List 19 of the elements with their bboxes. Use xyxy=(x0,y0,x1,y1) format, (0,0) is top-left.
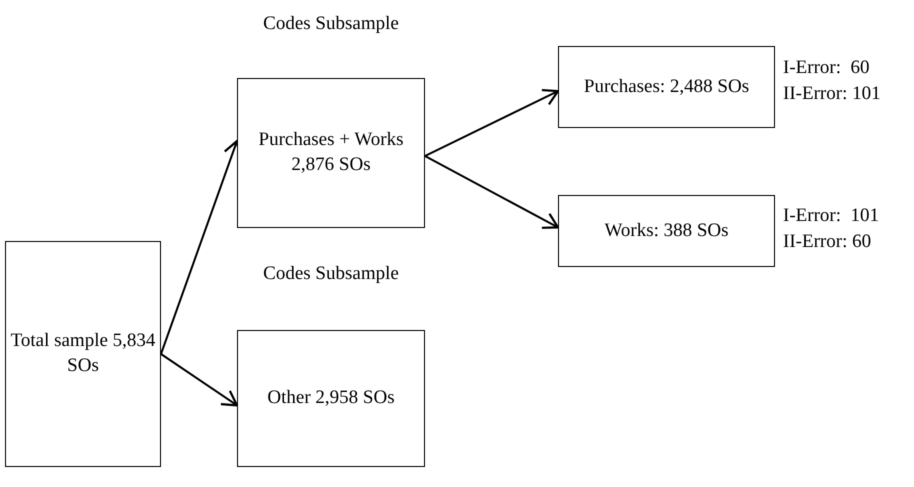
group-heading: Codes Subsample xyxy=(262,262,400,286)
node-label: Purchases + Works 2,876 SOs xyxy=(258,128,404,177)
error-count: I-Error: 60 xyxy=(783,56,871,80)
process-box xyxy=(558,46,775,128)
group-heading: Codes Subsample xyxy=(262,12,400,36)
arrow xyxy=(424,88,560,157)
arrow xyxy=(424,155,560,229)
error-count: II-Error: 101 xyxy=(783,82,882,106)
node-label: Purchases: 2,488 SOs xyxy=(584,74,750,99)
node-label: Other 2,958 SOs xyxy=(267,386,395,410)
node-label: Works: 388 SOs xyxy=(604,218,729,243)
error-count: II-Error: 60 xyxy=(783,230,872,254)
process-box xyxy=(237,330,425,467)
process-box xyxy=(5,241,161,467)
error-count: I-Error: 101 xyxy=(783,204,880,228)
process-box xyxy=(237,78,425,228)
arrow xyxy=(160,353,238,406)
node-label: Total sample 5,834 SOs xyxy=(10,329,156,378)
process-box xyxy=(558,195,775,267)
